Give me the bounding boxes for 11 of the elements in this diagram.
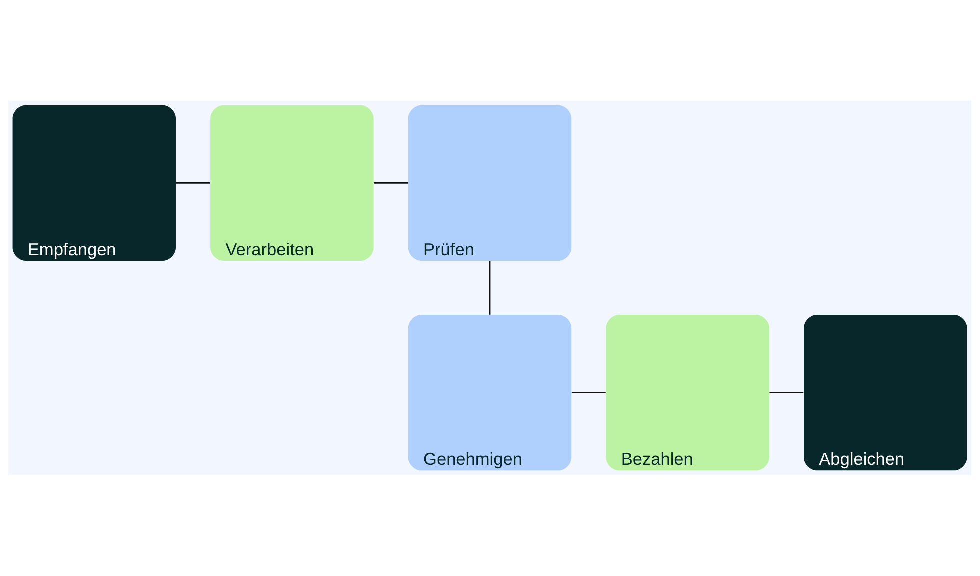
connector [572, 392, 606, 394]
node-box: Prüfen [408, 105, 572, 261]
connector [489, 261, 491, 315]
node-box: Empfangen [12, 105, 176, 261]
connector [176, 182, 210, 184]
connector [770, 392, 804, 394]
node-box: Verarbeiten [210, 105, 374, 261]
node-box: Abgleichen [804, 315, 968, 471]
node-box: Bezahlen [606, 315, 770, 471]
node-box: Genehmigen [408, 315, 572, 471]
connector [374, 182, 408, 184]
